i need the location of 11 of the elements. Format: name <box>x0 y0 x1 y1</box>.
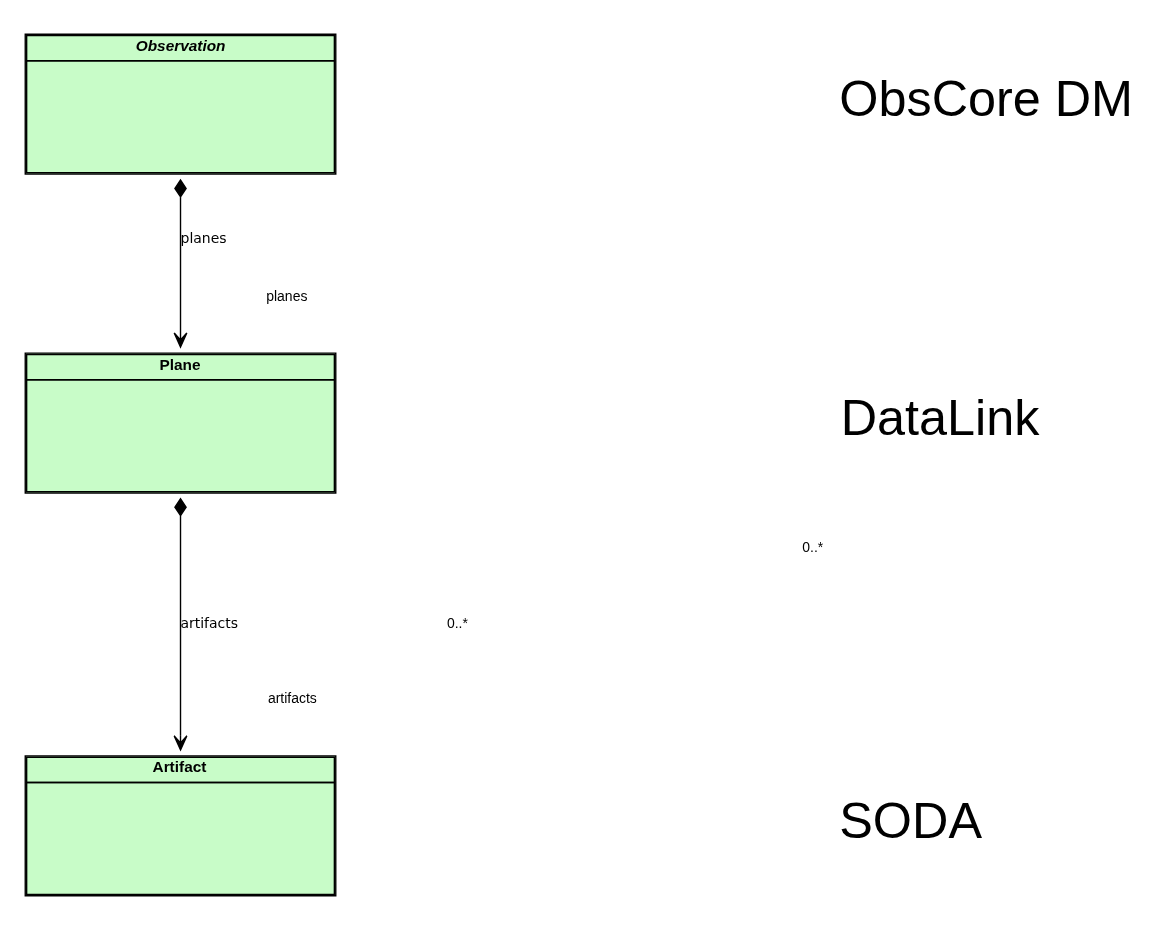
label: ObsCore DM <box>839 69 1134 127</box>
edge-label: planes <box>180 229 227 246</box>
label: SODA <box>839 791 982 849</box>
edge-label: artifacts <box>180 614 238 631</box>
label: planes <box>266 287 308 304</box>
arrow <box>173 178 188 348</box>
label: artifacts <box>267 689 317 706</box>
label: 0..* <box>802 538 824 555</box>
label: DataLink <box>840 388 1040 446</box>
arrow <box>173 496 188 751</box>
label: 0..* <box>446 614 468 631</box>
